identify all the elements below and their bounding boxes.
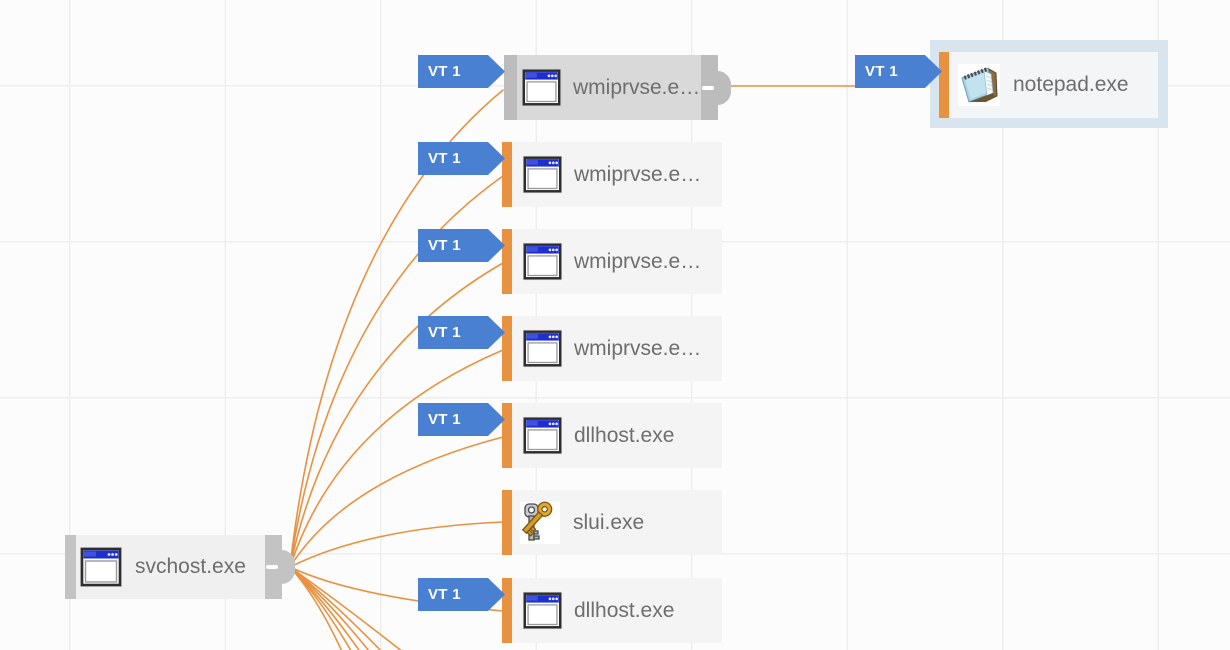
node-dllhost-2[interactable]: dllhost.exe: [502, 578, 722, 643]
vt-badge[interactable]: VT 1: [418, 316, 505, 349]
edge: [289, 175, 504, 568]
vt-badge-label: VT 1: [428, 237, 461, 254]
window-icon: [522, 591, 563, 630]
edge: [289, 566, 343, 650]
vt-badge[interactable]: VT 1: [418, 229, 505, 262]
edge: [289, 262, 504, 568]
notepad-icon: [958, 64, 1000, 106]
vt-badge[interactable]: VT 1: [418, 142, 505, 175]
vt-flag-bar: [502, 403, 512, 468]
vt-badge-label: VT 1: [428, 411, 461, 428]
window-icon: [522, 155, 563, 194]
vt-badge-label: VT 1: [428, 150, 461, 167]
vt-badge-label: VT 1: [428, 63, 461, 80]
process-name-label: wmiprvse.e…: [574, 249, 702, 273]
vt-flag-bar: [502, 142, 512, 207]
edge: [289, 349, 504, 568]
edge: [289, 566, 382, 650]
window-icon: [522, 416, 563, 455]
node-wmiprvse-4[interactable]: wmiprvse.e…: [502, 316, 722, 381]
edge: [289, 436, 504, 568]
vt-flag-bar: [939, 52, 949, 118]
process-name-label: dllhost.exe: [574, 423, 675, 447]
window-icon: [521, 68, 562, 107]
node-svchost[interactable]: svchost.exe: [65, 535, 295, 599]
keys-icon: [520, 501, 560, 544]
node-wmiprvse-1[interactable]: wmiprvse.e…: [504, 55, 731, 120]
window-icon: [80, 547, 122, 587]
vt-flag-bar: [502, 578, 512, 643]
vt-badge-label: VT 1: [428, 586, 461, 603]
process-name-label: slui.exe: [573, 510, 645, 534]
vt-badge[interactable]: VT 1: [418, 403, 505, 436]
selection-highlight: notepad.exe: [930, 40, 1168, 128]
process-name-label: dllhost.exe: [574, 598, 675, 622]
window-icon: [522, 242, 563, 281]
process-name-label: wmiprvse.e…: [574, 336, 702, 360]
node-dllhost-1[interactable]: dllhost.exe: [502, 403, 722, 468]
process-name-label: svchost.exe: [135, 555, 246, 578]
edge: [289, 521, 504, 568]
vt-badge[interactable]: VT 1: [418, 55, 505, 88]
node-wmiprvse-3[interactable]: wmiprvse.e…: [502, 229, 722, 294]
node-slui[interactable]: slui.exe: [502, 490, 722, 555]
process-name-label: wmiprvse.e…: [573, 75, 701, 99]
vt-badge-label: VT 1: [865, 63, 898, 80]
vt-badge[interactable]: VT 1: [855, 55, 942, 88]
edge: [289, 566, 402, 650]
minus-icon: [702, 85, 714, 90]
node-wmiprvse-2[interactable]: wmiprvse.e…: [502, 142, 722, 207]
process-name-label: notepad.exe: [1013, 73, 1129, 96]
node-notepad[interactable]: notepad.exe: [939, 52, 1158, 118]
process-name-label: wmiprvse.e…: [574, 162, 702, 186]
vt-flag-bar: [502, 490, 512, 555]
window-icon: [522, 329, 563, 368]
vt-badge-label: VT 1: [428, 324, 461, 341]
vt-flag-bar: [502, 229, 512, 294]
node-edge-bar: [504, 55, 517, 120]
node-edge-bar: [65, 535, 76, 599]
vt-badge[interactable]: VT 1: [418, 578, 505, 611]
minus-icon: [266, 565, 278, 569]
edge: [289, 89, 504, 568]
vt-flag-bar: [502, 316, 512, 381]
